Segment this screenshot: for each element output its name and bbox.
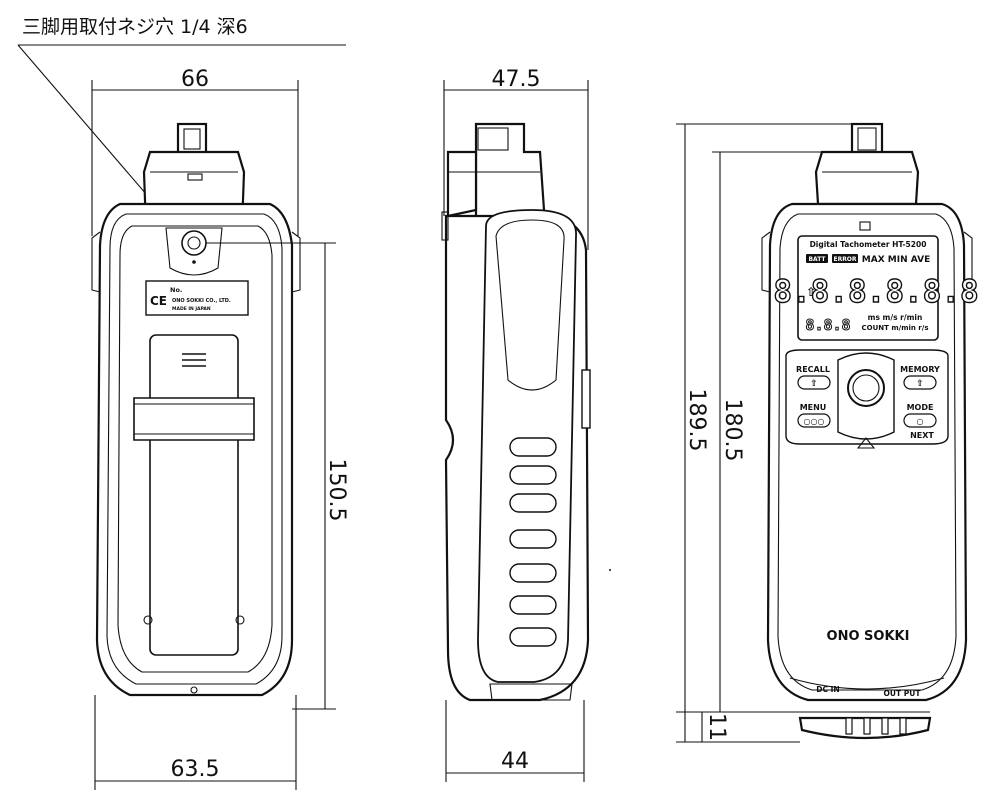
dc-in-label: DC IN [816,685,839,694]
front-view: Digital Tachometer HT-5200 BATT ERROR MA… [761,122,979,740]
dim-bottom-depth-side: 44 [501,749,529,774]
battery-cover [149,334,239,656]
label-no: No. [170,286,182,294]
front-sensor-head [814,150,920,206]
side-dimensions: 47.5 44 [443,67,611,782]
main-digits: 8.8.8.8.8.8 [773,274,978,310]
front-dimensions: 189.5 180.5 11 [676,123,930,743]
tripod-note: 三脚用取付ネジ穴 1/4 深6 [22,16,248,38]
back-view: No. CE ONO SOKKI CO., LTD. MADE IN JAPAN [91,122,301,697]
recall-label: RECALL [796,365,830,374]
mode-button[interactable] [903,413,937,428]
menu-button[interactable] [797,413,831,428]
mode-indicators: MAX MIN AVE [862,255,930,265]
dim-total-height-front: 189.5 [684,389,709,452]
units-bottom: COUNT m/min r/s [862,324,929,332]
model-title: Digital Tachometer HT-5200 [810,240,927,249]
dim-body-height-front: 180.5 [720,399,745,462]
batt-indicator: BATT [808,256,826,263]
next-label: NEXT [910,431,934,440]
strap-band [133,397,255,441]
dim-height-back: 150.5 [324,459,349,522]
label-origin: MADE IN JAPAN [172,306,211,312]
back-dimensions: 66 63.5 150.5 [91,67,349,790]
brand-logo: ONO SOKKI [827,629,910,644]
ce-mark: CE [150,294,167,308]
dim-bottom-width-back: 63.5 [171,757,220,782]
mode-label: MODE [907,403,934,412]
memory-label: MEMORY [900,365,940,374]
out-put-label: OUT PUT [884,689,922,698]
label-plate [145,280,249,316]
arrow-up-icon [856,437,876,449]
side-view [441,122,591,702]
recall-arrow-icon: ⇧ [810,379,818,389]
recall-button[interactable] [797,375,831,390]
mode-circle-icon: ○ [917,417,924,426]
small-digits: 8.8.8 [805,316,850,334]
menu-label: MENU [800,403,827,412]
dim-connector-front: 11 [704,713,729,741]
error-indicator: ERROR [833,256,856,263]
dim-top-width-back: 66 [181,67,209,92]
label-company: ONO SOKKI CO., LTD. [172,298,231,304]
units-top: ms m/s r/min [868,313,923,322]
memory-button[interactable] [903,375,937,390]
arrow-indicator: ⇧ [806,285,816,299]
memory-arrow-icon: ⇧ [916,379,924,389]
menu-dots-icon: ○○○ [804,417,825,426]
dim-top-depth-side: 47.5 [492,67,541,92]
